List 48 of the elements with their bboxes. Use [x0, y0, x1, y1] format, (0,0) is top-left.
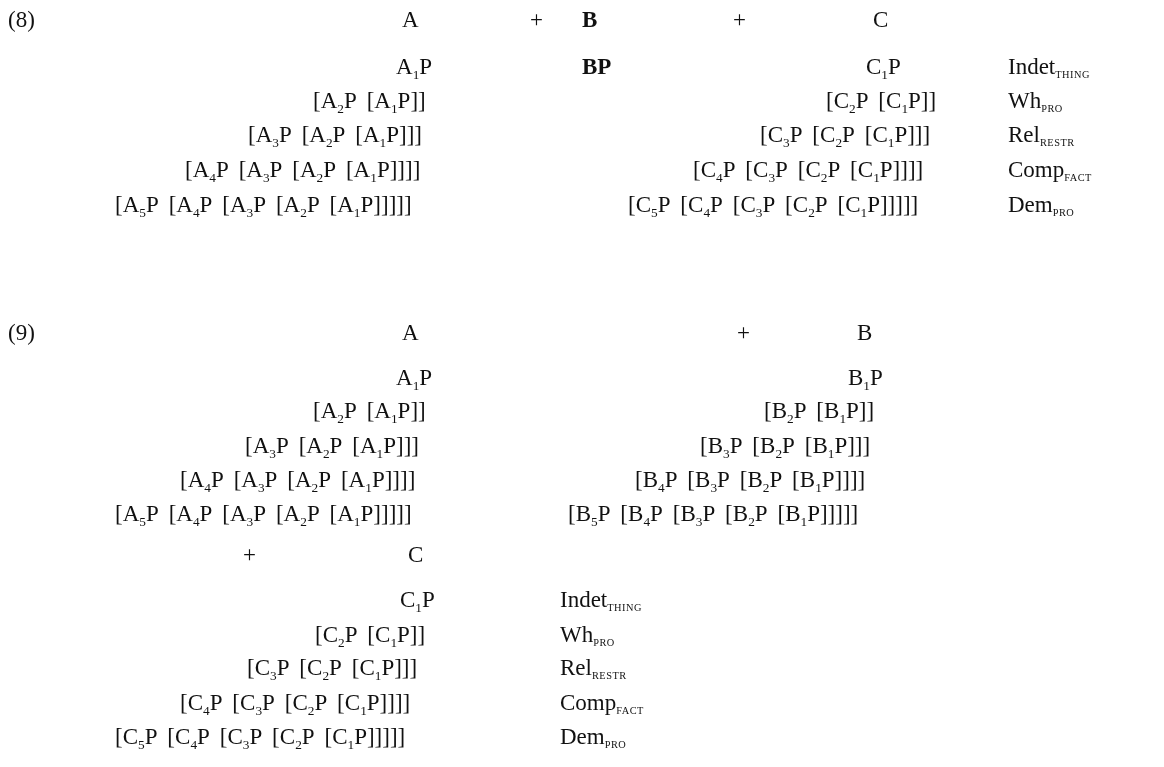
category-label: Dem$_{PRO}$ — [560, 723, 627, 751]
phrase-structure: B$_{1}$P — [848, 364, 883, 392]
category-label: Indet$_{THING}$ — [560, 586, 642, 614]
phrase-structure: [A$_{3}$P [A$_{2}$P [A$_{1}$P]]] — [248, 121, 422, 149]
phrase-structure: C$_{1}$P — [400, 586, 435, 614]
category-label: Comp$_{FACT}$ — [560, 689, 644, 717]
category-label: Dem$_{PRO}$ — [1008, 191, 1075, 219]
plus-sign: + — [733, 6, 746, 34]
phrase-structure: A$_{1}$P — [396, 364, 433, 392]
phrase-structure: BP — [582, 53, 612, 81]
phrase-structure: [C$_{2}$P [C$_{1}$P]] — [826, 87, 937, 115]
phrase-structure: [C$_{3}$P [C$_{2}$P [C$_{1}$P]]] — [247, 654, 418, 682]
category-label: Wh$_{PRO}$ — [560, 621, 615, 649]
example-number: (9) — [8, 319, 35, 347]
category-label: Comp$_{FACT}$ — [1008, 156, 1092, 184]
phrase-structure: [B$_{5}$P [B$_{4}$P [B$_{3}$P [B$_{2}$P [B$_{1}$P]]]]] — [568, 500, 859, 528]
phrase-structure: C$_{1}$P — [866, 53, 901, 81]
phrase-structure: [C$_{4}$P [C$_{3}$P [C$_{2}$P [C$_{1}$P]]]] — [180, 689, 411, 717]
constituent-letter: B — [857, 319, 873, 347]
phrase-structure: [B$_{4}$P [B$_{3}$P [B$_{2}$P [B$_{1}$P]]]] — [635, 466, 866, 494]
phrase-structure: [C$_{5}$P [C$_{4}$P [C$_{3}$P [C$_{2}$P [C$_{1}$P]]]]] — [115, 723, 406, 751]
phrase-structure: [A$_{5}$P [A$_{4}$P [A$_{3}$P [A$_{2}$P [A$_{1}$P]]]]] — [115, 191, 412, 219]
phrase-structure: [A$_{5}$P [A$_{4}$P [A$_{3}$P [A$_{2}$P [A$_{1}$P]]]]] — [115, 500, 412, 528]
phrase-structure: [A$_{4}$P [A$_{3}$P [A$_{2}$P [A$_{1}$P]]]] — [180, 466, 416, 494]
category-label: Rel$_{RESTR}$ — [560, 654, 627, 682]
constituent-letter: A — [402, 319, 419, 347]
category-label: Wh$_{PRO}$ — [1008, 87, 1063, 115]
category-label: Indet$_{THING}$ — [1008, 53, 1090, 81]
constituent-letter: A — [402, 6, 419, 34]
phrase-structure: [C$_{2}$P [C$_{1}$P]] — [315, 621, 426, 649]
plus-sign: + — [243, 541, 256, 569]
plus-sign: + — [737, 319, 750, 347]
constituent-letter: C — [408, 541, 424, 569]
constituent-letter: C — [873, 6, 889, 34]
phrase-structure: [B$_{3}$P [B$_{2}$P [B$_{1}$P]]] — [700, 432, 871, 460]
phrase-structure: A$_{1}$P — [396, 53, 433, 81]
phrase-structure: [C$_{4}$P [C$_{3}$P [C$_{2}$P [C$_{1}$P]]]] — [693, 156, 924, 184]
phrase-structure: [A$_{3}$P [A$_{2}$P [A$_{1}$P]]] — [245, 432, 419, 460]
phrase-structure: [A$_{2}$P [A$_{1}$P]] — [313, 87, 426, 115]
phrase-structure: [A$_{4}$P [A$_{3}$P [A$_{2}$P [A$_{1}$P]]]] — [185, 156, 421, 184]
phrase-structure: [A$_{2}$P [A$_{1}$P]] — [313, 397, 426, 425]
category-label: Rel$_{RESTR}$ — [1008, 121, 1075, 149]
phrase-structure: [C$_{5}$P [C$_{4}$P [C$_{3}$P [C$_{2}$P [C$_{1}$P]]]]] — [628, 191, 919, 219]
phrase-structure: [B$_{2}$P [B$_{1}$P]] — [764, 397, 875, 425]
example-number: (8) — [8, 6, 35, 34]
phrase-structure: [C$_{3}$P [C$_{2}$P [C$_{1}$P]]] — [760, 121, 931, 149]
plus-sign: + — [530, 6, 543, 34]
constituent-letter: B — [582, 6, 598, 34]
